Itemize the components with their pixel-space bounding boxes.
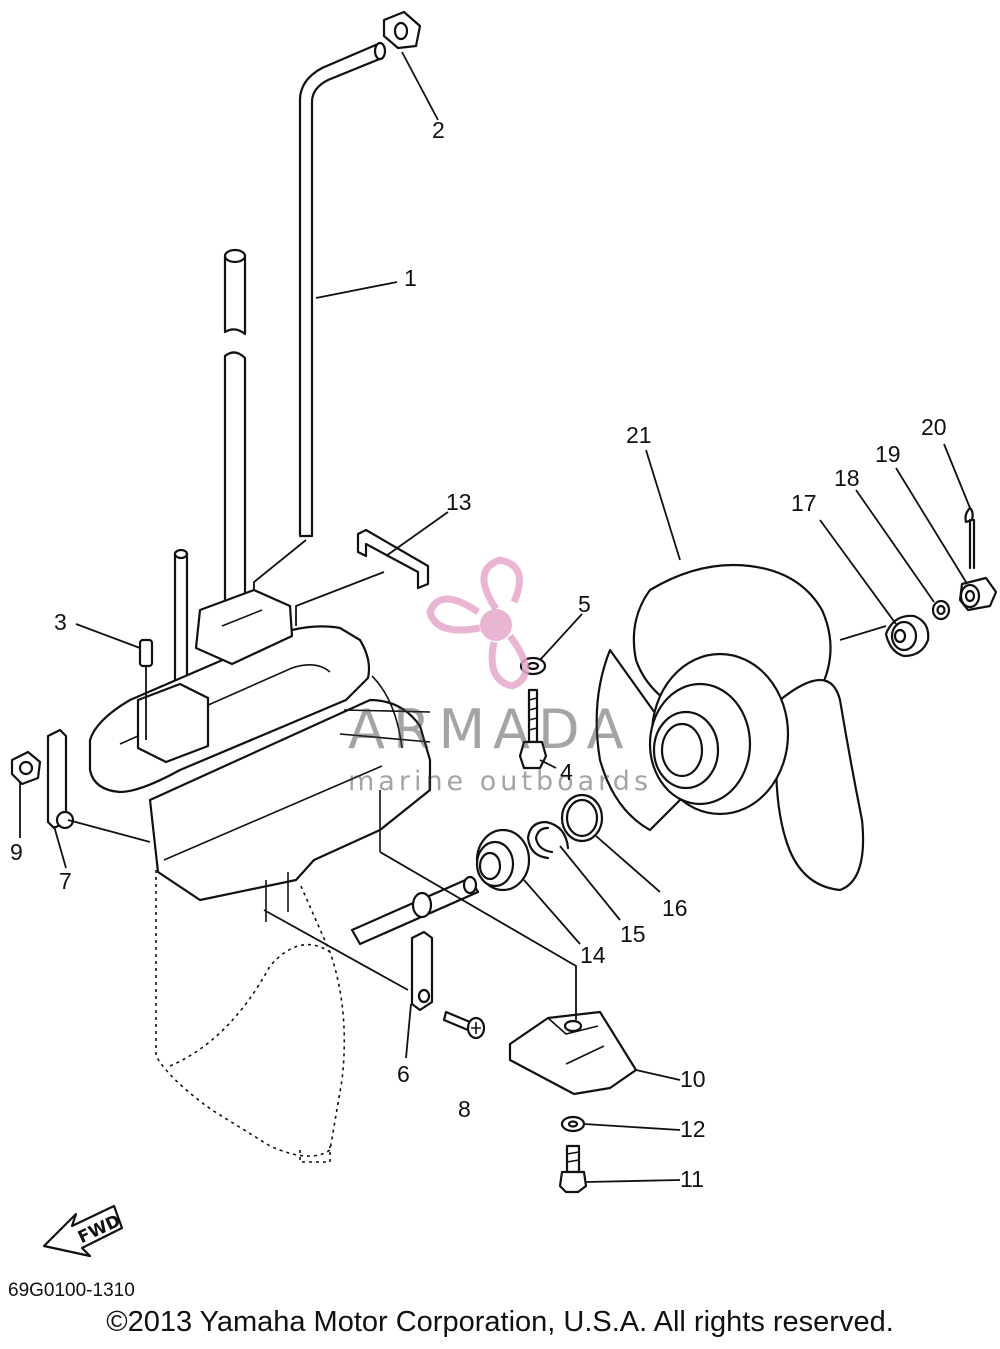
callout-9: 9: [10, 839, 23, 865]
nut: [10, 750, 42, 786]
callout-4: 4: [560, 759, 573, 785]
callout-18: 18: [834, 465, 860, 491]
callout-11: 11: [680, 1166, 704, 1192]
callout-7: 7: [59, 868, 72, 894]
grommet: [382, 10, 422, 50]
washer-18: [931, 599, 951, 621]
watermark: ARMADA marine outboards: [348, 556, 652, 797]
drawing-number: 69G0100-1310: [8, 1280, 135, 1301]
leader-lines: [19, 51, 971, 1183]
anode-bolt: [518, 688, 548, 770]
bolt-11: [558, 1144, 588, 1194]
callout-10: 10: [680, 1066, 706, 1092]
circlip: [526, 820, 570, 860]
fwd-arrow: FWD: [42, 1204, 124, 1258]
watermark-subtitle: marine outboards: [348, 766, 652, 797]
callout-14: 14: [580, 942, 606, 968]
callout-19: 19: [875, 441, 901, 467]
washer-12: [560, 1115, 586, 1133]
callout-21: 21: [626, 422, 652, 448]
callout-17: 17: [791, 490, 817, 516]
bracket: [356, 528, 430, 590]
shift-rod: [298, 41, 387, 538]
callout-20: 20: [921, 414, 947, 440]
anode: [508, 1010, 638, 1096]
callout-12: 12: [680, 1116, 706, 1142]
propeller-shaft: [350, 875, 480, 946]
callout-8: 8: [458, 1096, 471, 1122]
propeller-nut: [958, 576, 998, 612]
propeller: [595, 563, 865, 892]
watermark-title: ARMADA: [348, 698, 632, 761]
propeller-carrier: [475, 828, 531, 892]
callout-1: 1: [404, 265, 417, 291]
trim-plate: [46, 728, 75, 830]
callout-6: 6: [397, 1061, 410, 1087]
callout-3: 3: [54, 609, 67, 635]
o-ring: [560, 793, 604, 843]
copyright-notice: ©2013 Yamaha Motor Corporation, U.S.A. A…: [106, 1306, 894, 1338]
callout-5: 5: [578, 591, 591, 617]
armada-logo: [426, 556, 529, 690]
callout-15: 15: [620, 921, 646, 947]
spacer: [884, 614, 930, 658]
callout-16: 16: [662, 895, 688, 921]
callout-13: 13: [446, 489, 472, 515]
lower-casing: [88, 588, 432, 1163]
anode-plate: [410, 930, 434, 1012]
dowel-pin: [138, 638, 154, 668]
callouts: 1 2 3 4 5 6 7 8 9 10 11 12 13 14 15 16 1…: [10, 117, 947, 1192]
callout-2: 2: [432, 117, 445, 143]
cotter-pin: [964, 506, 976, 570]
screw: [442, 1010, 486, 1040]
